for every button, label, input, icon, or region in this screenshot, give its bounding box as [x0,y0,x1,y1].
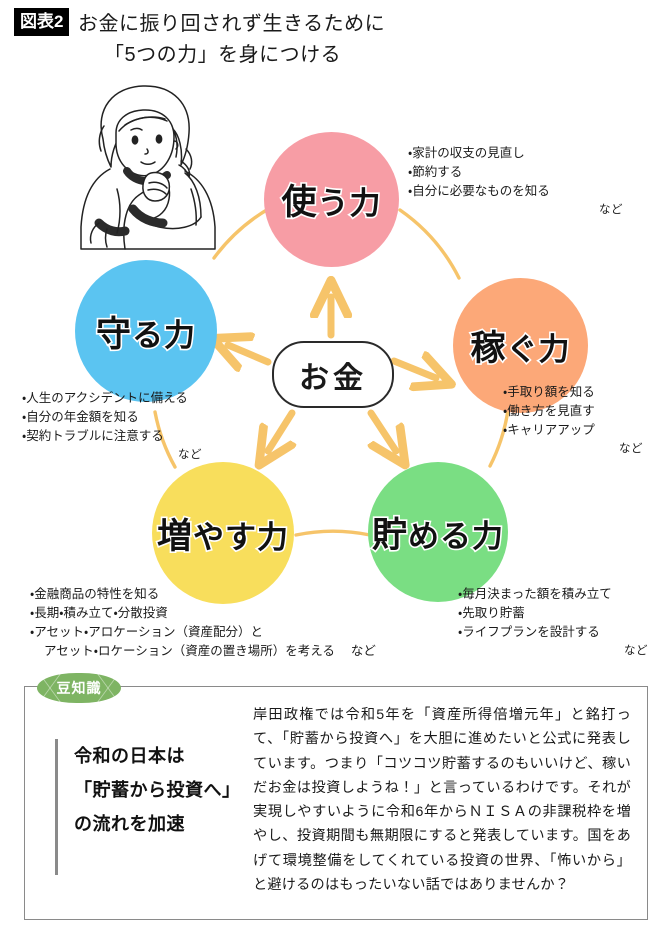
list-item: ・ライフプランを設計する [458,625,600,639]
list-suffix: など [599,204,623,216]
list-item: ・契約トラブルに注意する [22,429,164,443]
trivia-body-text: 岸田政権では令和5年を「資産所得倍増元年」と銘打って、「貯蓄から投資へ」を大胆に… [253,707,631,894]
bullet-list-save: ・毎月決まった額を積み立て ・先取り貯蓄 ・ライフプランを設計する など [458,585,663,661]
list-item: ・自分に必要なものを知る [408,184,550,198]
bullet-list-use: ・家計の収支の見直し ・節約する ・自分に必要なものを知る など [408,144,643,220]
page-title-line-1: お金に振り回されず生きるために [78,13,386,35]
trivia-headline-line: の流れを加速 [74,814,185,834]
trivia-headline-line: 令和の日本は [74,746,185,766]
list-item: ・働き方を見直す [503,404,595,418]
power-circle-grow[interactable]: 増やす力 [152,462,294,604]
list-suffix: など [350,644,376,658]
trivia-badge-label: 豆知識 [56,680,102,696]
power-circle-save[interactable]: 貯める力 [368,462,508,602]
list-item: ・自分の年金額を知る [22,410,139,424]
list-suffix: など [624,645,648,657]
list-item: ・金融商品の特性を知る [30,587,160,601]
trivia-box: 豆知識 令和の日本は 「貯蓄から投資へ」 の流れを加速 岸田政権では令和5年を「… [24,673,648,920]
figure-title-block: 図表2 お金に振り回されず生きるために 「5つの力」を身につける [0,0,670,72]
list-item: ・先取り貯蓄 [458,606,525,620]
five-powers-diagram: 使う力 稼ぐ力 守る力 増やす力 貯める力 お金 ・家計の収支の見直し ・節約す… [0,72,670,672]
power-circle-use[interactable]: 使う力 [264,132,399,267]
trivia-badge: 豆知識 [37,673,121,703]
bullet-list-guard: ・人生のアクシデントに備える ・自分の年金額を知る ・契約トラブルに注意する な… [22,389,237,465]
power-label-use: 使う力 [280,181,382,223]
list-item: ・アセット・アロケーション（資産配分）と [30,625,264,639]
trivia-headline-line: 「貯蓄から投資へ」 [74,780,241,800]
list-item: ・毎月決まった額を積み立て [458,587,612,601]
power-label-guard: 守る力 [94,313,196,355]
list-item: ・キャリアアップ [503,423,595,437]
cycle-ring-and-arrows [153,206,510,537]
list-item: ・長期・積み立て・分散投資 [30,606,168,620]
power-label-grow: 増やす力 [155,515,289,557]
power-label-earn: 稼ぐ力 [469,327,571,369]
page-title-line-2: 「5つの力」を身につける [104,44,342,66]
center-money-label: お金 [299,361,367,395]
power-circle-earn[interactable]: 稼ぐ力 [453,278,588,413]
woman-illustration [80,85,216,250]
bullet-list-grow: ・金融商品の特性を知る ・長期・積み立て・分散投資 ・アセット・アロケーション（… [30,585,450,661]
power-circle-guard[interactable]: 守る力 [75,260,217,402]
list-item: ・家計の収支の見直し [408,146,525,160]
list-item: ・節約する [408,165,463,179]
list-suffix: など [619,443,643,455]
figure-number-tag: 図表2 [14,8,70,36]
trivia-headline: 令和の日本は 「貯蓄から投資へ」 の流れを加速 [55,739,245,875]
list-item-continuation: アセット・ロケーション（資産の置き場所）を考えるなど [44,644,376,658]
bullet-list-earn: ・手取り額を知る ・働き方を見直す ・キャリアアップ など [503,383,663,459]
center-money-capsule: お金 [272,341,394,408]
power-label-save: 貯める力 [370,514,504,556]
list-item: ・人生のアクシデントに備える [22,391,188,405]
list-item: ・手取り額を知る [503,385,595,399]
list-suffix: など [178,449,202,461]
